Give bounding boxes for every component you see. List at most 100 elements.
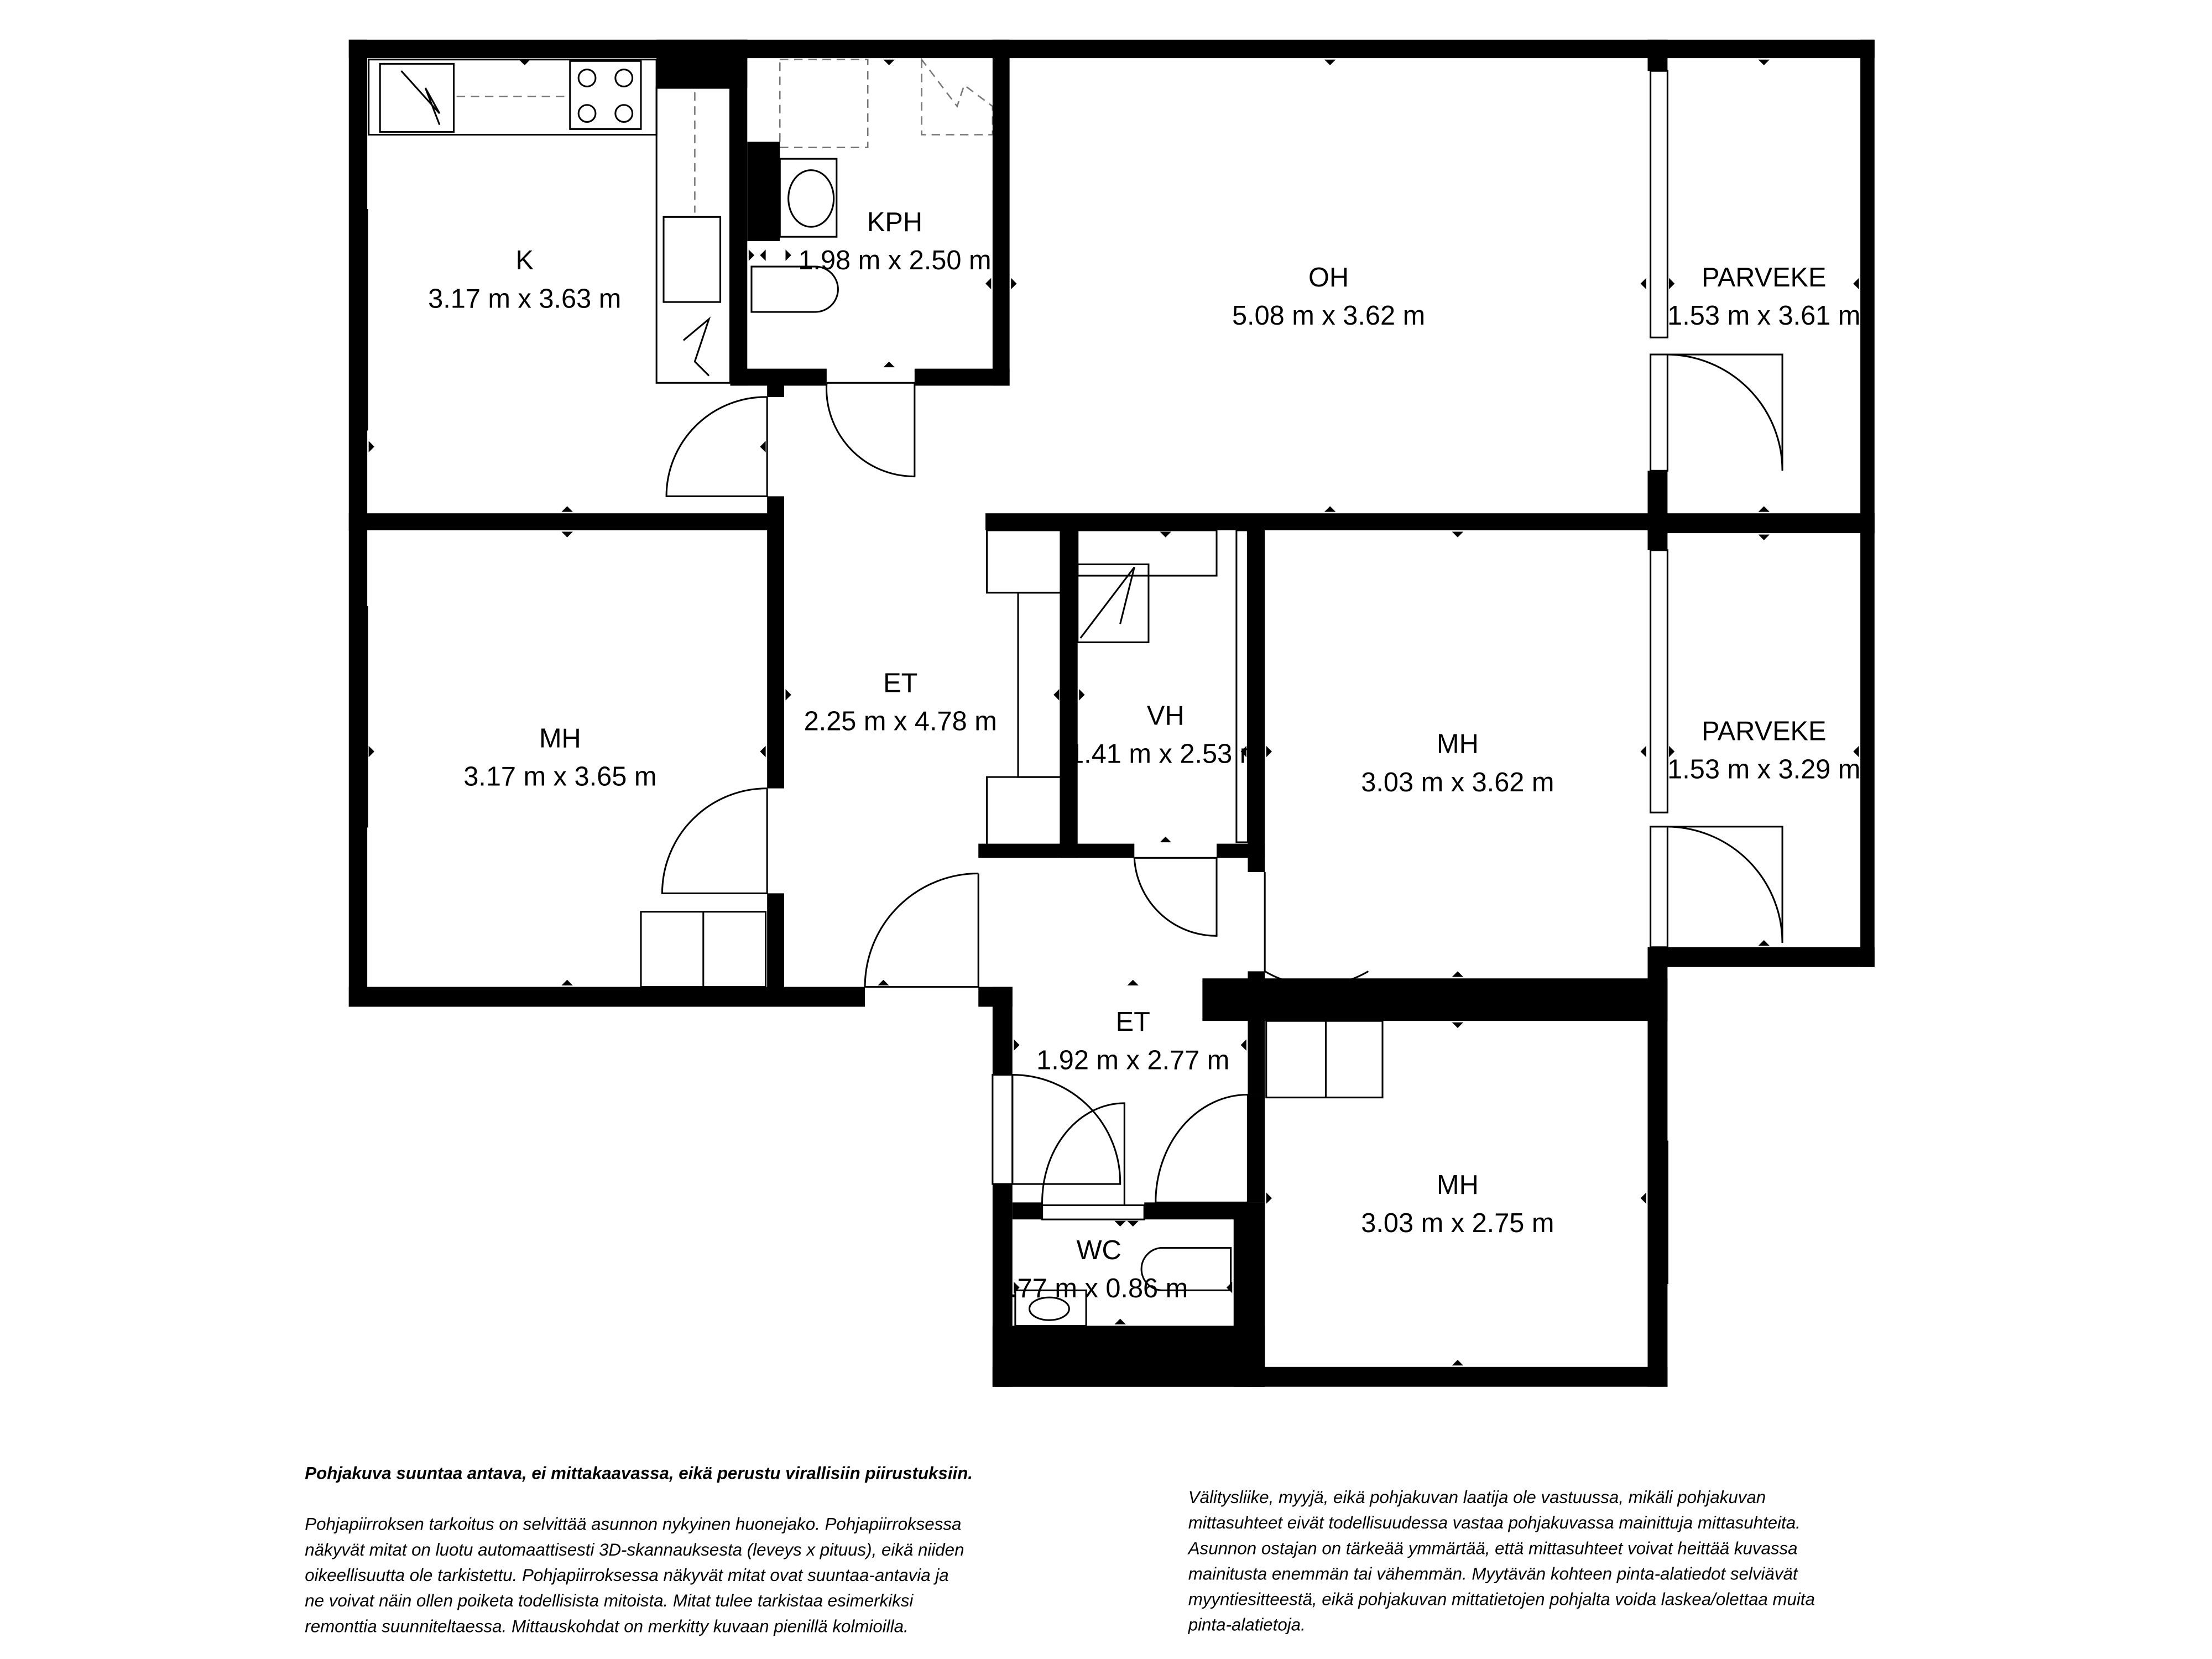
door-closet[interactable] (1133, 857, 1218, 937)
fridge (379, 62, 455, 133)
measurement-marker-icon (883, 59, 895, 65)
disclaimer: Pohjakuva suuntaa antava, ei mittakaavas… (305, 1463, 1815, 1636)
room-k: K 3.17 m x 3.63 m (428, 246, 621, 314)
svg-text:Asunnon ostajan on tärkeää ymm: Asunnon ostajan on tärkeää ymmärtää, ett… (1187, 1538, 1798, 1558)
svg-text:3.03 m x 3.62 m: 3.03 m x 3.62 m (1361, 768, 1554, 797)
svg-text:5.08 m x 3.62 m: 5.08 m x 3.62 m (1232, 301, 1425, 331)
room-oh: OH 5.08 m x 3.62 m (1232, 263, 1425, 331)
svg-text:MH: MH (1437, 729, 1479, 759)
door-bedroom-1[interactable] (661, 787, 768, 894)
measurement-marker-icon (785, 249, 791, 261)
room-vh: VH 1.41 m x 2.53 m (1069, 701, 1262, 769)
measurement-marker-icon (1114, 1220, 1126, 1227)
door-balcony-2[interactable] (1667, 826, 1783, 943)
measurement-marker-icon (760, 745, 766, 758)
measurement-marker-icon (760, 441, 766, 452)
svg-text:OH: OH (1308, 263, 1349, 293)
svg-text:3.17 m x 3.63 m: 3.17 m x 3.63 m (428, 284, 621, 314)
measurement-marker-icon (1127, 1220, 1139, 1227)
measurement-marker-icon (1668, 278, 1675, 290)
door-bathroom[interactable] (826, 382, 916, 478)
measurement-marker-icon (1668, 745, 1675, 758)
svg-text:oikeellisuutta ole tarkistettu: oikeellisuutta ole tarkistettu. Pohjapii… (305, 1566, 948, 1585)
measurement-marker-icon (985, 278, 992, 290)
measurement-marker-icon (785, 689, 791, 701)
measurement-marker-icon (1452, 1022, 1464, 1028)
room-et-2: ET 1.92 m x 2.77 m (1036, 1007, 1229, 1075)
measurement-marker-icon (519, 59, 530, 65)
measurement-marker-icon (883, 361, 895, 368)
door-kitchen[interactable] (665, 396, 768, 497)
door-frame (1650, 353, 1668, 472)
measurement-marker-icon (1452, 531, 1464, 538)
room-wc: WC.77 m x 0.86 m (1010, 1235, 1188, 1303)
measurement-marker-icon (1853, 278, 1859, 290)
svg-text:Välitysliike, myyjä, eikä pohj: Välitysliike, myyjä, eikä pohjakuvan laa… (1188, 1488, 1766, 1507)
door-wc[interactable] (1041, 1102, 1125, 1207)
measurement-marker-icon (561, 506, 573, 512)
measurement-marker-icon (1758, 506, 1770, 512)
measurement-marker-icon (1011, 278, 1017, 290)
measurement-marker-icon (1014, 1281, 1020, 1293)
measurement-marker-icon (1160, 836, 1171, 843)
svg-text:ET: ET (1116, 1007, 1150, 1037)
measurement-marker-icon (1114, 1318, 1126, 1324)
measurement-marker-icon (1452, 1359, 1464, 1366)
door-entrance[interactable] (864, 872, 979, 988)
door-balcony-1[interactable] (1667, 353, 1783, 471)
door-storage[interactable] (1011, 1074, 1121, 1185)
svg-text:3.17 m x 3.65 m: 3.17 m x 3.65 m (463, 762, 656, 792)
door-bedroom-2[interactable] (1264, 872, 1369, 987)
measurement-marker-icon (1079, 689, 1085, 701)
svg-text:1.53 m x 3.61 m: 1.53 m x 3.61 m (1667, 301, 1860, 331)
svg-text:PARVEKE: PARVEKE (1702, 716, 1827, 746)
svg-text:PARVEKE: PARVEKE (1702, 263, 1827, 293)
measurement-marker-icon (1324, 59, 1336, 65)
window (1650, 549, 1668, 813)
room-parveke-1: PARVEKE 1.53 m x 3.61 m (1667, 263, 1860, 331)
room-labels: K 3.17 m x 3.63 m KPH 1.98 m x 2.50 m OH 5.… (428, 207, 1860, 1303)
svg-text:remonttia suunniteltaessa. Mit: remonttia suunniteltaessa. Mittauskohdat… (305, 1616, 908, 1636)
measurement-marker-icon (1640, 1192, 1646, 1204)
svg-text:myyntiesitteestä, eikä pohjaku: myyntiesitteestä, eikä pohjakuvan mittat… (1188, 1590, 1815, 1609)
measurement-marker-icon (1240, 1039, 1246, 1051)
measurement-marker-icon (1266, 745, 1272, 758)
svg-text:K: K (515, 246, 533, 275)
measurement-marker-icon (1160, 531, 1171, 538)
measurement-marker-icon (1014, 1039, 1020, 1051)
svg-text:ne voivat näin ollen poiketa t: ne voivat näin ollen poiketa todellisist… (305, 1591, 914, 1610)
svg-text:1.53 m x 3.29 m: 1.53 m x 3.29 m (1667, 755, 1860, 785)
door-frame (1650, 826, 1668, 948)
room-parveke-2: PARVEKE 1.53 m x 3.29 m (1667, 716, 1860, 784)
doors (661, 353, 1783, 1220)
svg-text:VH: VH (1147, 701, 1185, 731)
measurement-marker-icon (1758, 534, 1770, 540)
measurement-marker-icon (1266, 1192, 1272, 1204)
room-mh-2: MH 3.03 m x 3.62 m (1361, 729, 1554, 797)
room-kph: KPH 1.98 m x 2.50 m (798, 207, 991, 275)
measurement-marker-icon (1127, 979, 1139, 986)
measurement-marker-icon (1452, 971, 1464, 977)
svg-text:pinta-alatietoja.: pinta-alatietoja. (1188, 1615, 1306, 1635)
room-et-1: ET2.25 m x 4.78 m (804, 668, 997, 736)
kitchen-counter (368, 59, 658, 136)
svg-text:1.98 m x 2.50 m: 1.98 m x 2.50 m (798, 246, 991, 275)
measurement-marker-icon (1324, 506, 1336, 512)
disclaimer-heading: Pohjakuva suuntaa antava, ei mittakaavas… (305, 1463, 973, 1483)
measurement-marker-icon (1053, 689, 1060, 701)
svg-text:ET: ET (883, 668, 917, 698)
measurement-marker-icon (1640, 278, 1646, 290)
measurement-marker-icon (1226, 1281, 1233, 1293)
door-bedroom-3[interactable] (1155, 1093, 1249, 1203)
svg-text:KPH: KPH (867, 207, 922, 237)
measurement-marker-icon (760, 249, 766, 261)
svg-text:1.92 m x 2.77 m: 1.92 m x 2.77 m (1036, 1045, 1229, 1075)
toilet-icon (750, 265, 839, 313)
svg-text:.77 m x 0.86 m: .77 m x 0.86 m (1010, 1274, 1188, 1303)
window (1650, 70, 1668, 338)
measurement-marker-icon (368, 441, 374, 452)
svg-text:1.41 m x 2.53 m: 1.41 m x 2.53 m (1069, 739, 1262, 769)
sink-icon (662, 216, 722, 303)
measurement-marker-icon (1640, 745, 1646, 758)
